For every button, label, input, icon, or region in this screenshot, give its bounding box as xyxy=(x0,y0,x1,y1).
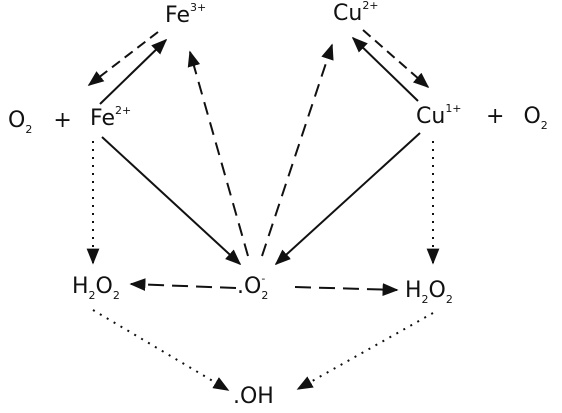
label-superoxide: .O2 - xyxy=(237,273,268,301)
label-o2-left: O2 + xyxy=(8,108,72,136)
hydroxyl-text: .OH xyxy=(233,384,274,409)
arrow-fe3-to-fe2-dashed xyxy=(87,31,159,86)
arrow-cu1-to-superoxide xyxy=(274,132,421,266)
fe2-base: Fe xyxy=(90,106,115,131)
label-cu1: Cu1+ xyxy=(416,103,462,129)
arrow-superoxide-to-cu2 xyxy=(261,43,334,257)
superoxide-charge: - xyxy=(261,272,266,285)
label-cu2: Cu2+ xyxy=(333,0,379,26)
h2o2-right-sub1: 2 xyxy=(421,293,429,306)
plus-right: + xyxy=(486,104,505,129)
fe2-charge: 2+ xyxy=(115,104,132,117)
o2-right-base: O xyxy=(523,104,541,129)
arrow-superoxide-to-h2o2-left xyxy=(129,278,237,291)
h2o2-left-o: O xyxy=(95,274,113,299)
cu1-base: Cu xyxy=(416,104,446,129)
cu2-base: Cu xyxy=(333,1,363,26)
arrow-fe2-to-fe3-solid xyxy=(99,38,168,105)
label-hydroxyl: .OH xyxy=(233,386,274,408)
superoxide-subscript: 2 xyxy=(261,289,269,302)
fe3-base: Fe xyxy=(165,3,190,28)
fe3-charge: 3+ xyxy=(190,1,207,14)
superoxide-base: O xyxy=(244,274,262,299)
h2o2-left-h: H xyxy=(72,274,89,299)
label-h2o2-left: H2O2 xyxy=(72,274,120,302)
arrow-h2o2-left-to-hydroxyl xyxy=(92,309,230,391)
o2-left-base: O xyxy=(8,108,26,133)
o2-left-subscript: 2 xyxy=(25,123,33,136)
o2-right-subscript: 2 xyxy=(540,119,548,132)
arrow-cu1-to-cu2-solid xyxy=(351,36,419,102)
cu1-charge: 1+ xyxy=(445,102,462,115)
cu2-charge: 2+ xyxy=(362,0,379,12)
arrow-cu2-to-cu1-dashed xyxy=(362,29,430,89)
arrow-fe2-to-superoxide xyxy=(101,136,242,266)
label-fe2: Fe2+ xyxy=(90,105,131,131)
arrow-superoxide-to-fe3 xyxy=(187,50,249,257)
arrow-h2o2-right-to-hydroxyl xyxy=(296,312,434,390)
h2o2-right-o: O xyxy=(428,278,446,303)
label-o2-right: + O2 xyxy=(486,104,548,132)
h2o2-left-sub2: 2 xyxy=(112,289,120,302)
superoxide-radical-dot: . xyxy=(237,274,244,299)
h2o2-right-sub2: 2 xyxy=(445,293,453,306)
h2o2-left-sub1: 2 xyxy=(88,289,96,302)
plus-left: + xyxy=(53,108,72,133)
h2o2-right-h: H xyxy=(405,278,422,303)
label-h2o2-right: H2O2 xyxy=(405,278,453,306)
arrow-superoxide-to-h2o2-right xyxy=(294,283,399,296)
label-fe3: Fe3+ xyxy=(165,2,206,28)
